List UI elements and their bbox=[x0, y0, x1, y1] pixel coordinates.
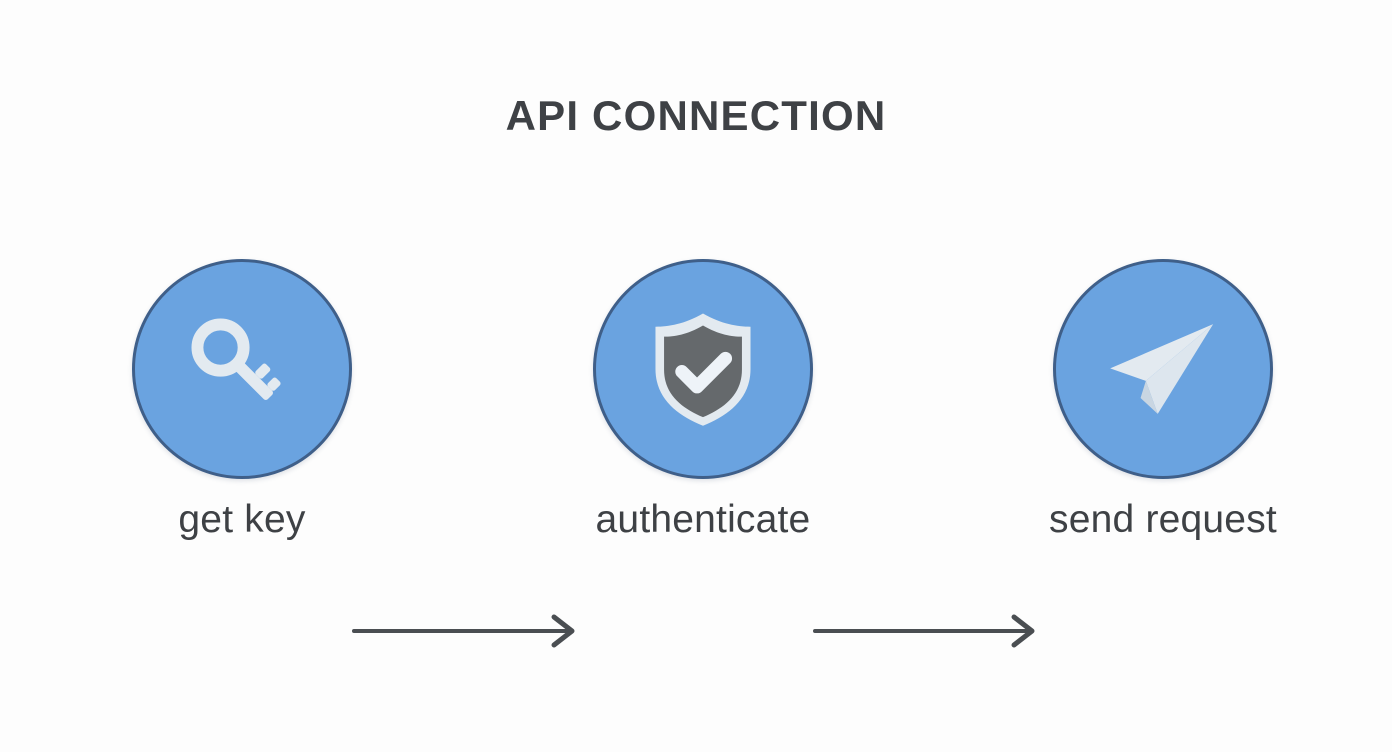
flow-node-send-request[interactable] bbox=[1053, 259, 1273, 479]
page-title: API CONNECTION bbox=[505, 92, 887, 139]
flow-label-authenticate: authenticate bbox=[595, 498, 811, 541]
key-icon bbox=[191, 318, 281, 400]
shield-check-icon bbox=[655, 313, 751, 426]
node-circle-authenticate[interactable] bbox=[593, 259, 813, 479]
arrow-right-icon bbox=[352, 614, 575, 648]
connector-authenticate-to-send-request bbox=[813, 609, 1054, 653]
connector-get-key-to-authenticate bbox=[352, 609, 594, 653]
node-circle-send-request[interactable] bbox=[1053, 259, 1273, 479]
flow-label-send-request: send request bbox=[1049, 498, 1277, 541]
flow-node-authenticate[interactable] bbox=[593, 259, 813, 479]
paper-plane-icon bbox=[1110, 324, 1214, 414]
flow-node-get-key[interactable] bbox=[132, 259, 352, 479]
arrow-right-icon bbox=[813, 614, 1035, 648]
flow-row bbox=[0, 259, 1392, 648]
flow-label-get-key: get key bbox=[178, 498, 306, 541]
node-circle-get-key[interactable] bbox=[132, 259, 352, 479]
